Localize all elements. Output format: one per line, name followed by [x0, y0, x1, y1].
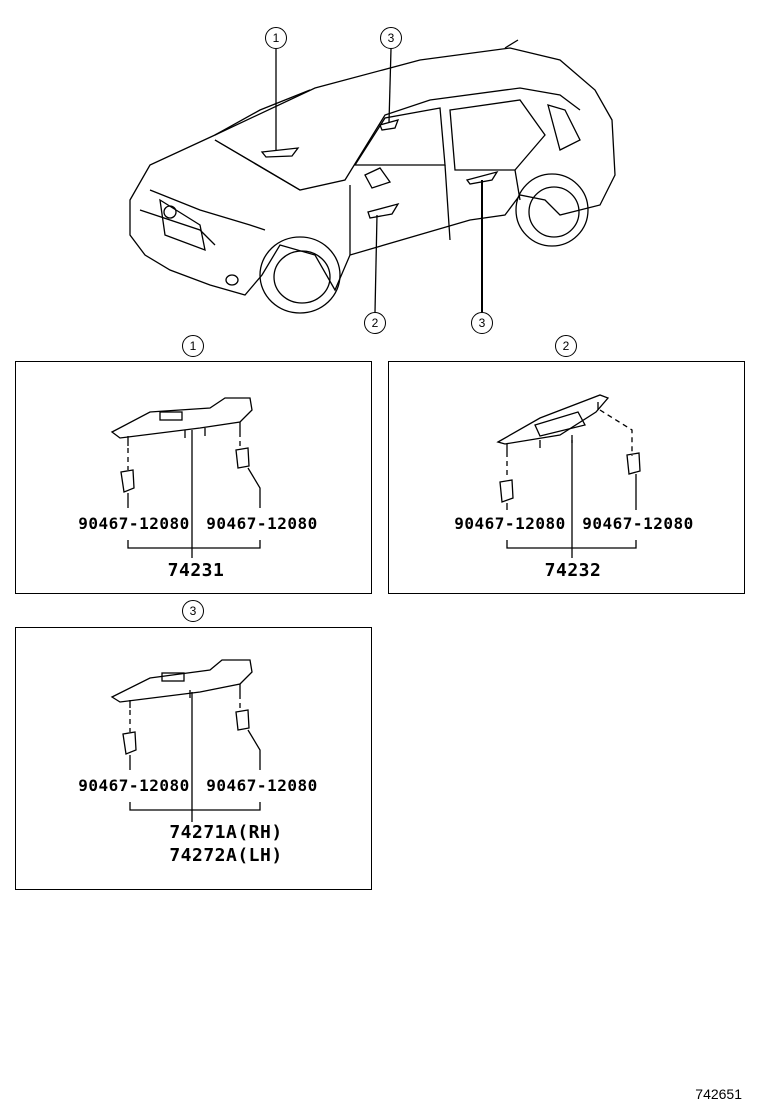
part-number-main-rh: 74271A(RH) [169, 822, 283, 843]
panel-3-artwork [110, 659, 261, 822]
panel-3 [15, 627, 372, 890]
panel-3-callout: 3 [182, 600, 204, 622]
part-number-clip-right: 90467-12080 [206, 514, 318, 533]
part-number-clip-left: 90467-12080 [78, 514, 190, 533]
panel-2-callout: 2 [555, 335, 577, 357]
part-number-main-lh: 74272A(LH) [169, 845, 283, 866]
panel-1-artwork [110, 397, 261, 558]
vehicle-illustration [129, 39, 616, 314]
part-number-clip-right: 90467-12080 [206, 776, 318, 795]
part-number-main: 74232 [544, 560, 602, 581]
part-number-clip-left: 90467-12080 [78, 776, 190, 795]
panel-1 [15, 361, 372, 594]
callout-3-bottom: 3 [471, 312, 493, 334]
callout-3-top: 3 [380, 27, 402, 49]
panel-2-artwork [496, 394, 641, 558]
part-number-clip-right: 90467-12080 [582, 514, 694, 533]
panel-1-callout: 1 [182, 335, 204, 357]
part-number-clip-left: 90467-12080 [454, 514, 566, 533]
callout-2: 2 [364, 312, 386, 334]
panel-2 [388, 361, 745, 594]
part-number-main: 74231 [167, 560, 225, 581]
figure-id: 742651 [695, 1086, 742, 1102]
callout-1: 1 [265, 27, 287, 49]
